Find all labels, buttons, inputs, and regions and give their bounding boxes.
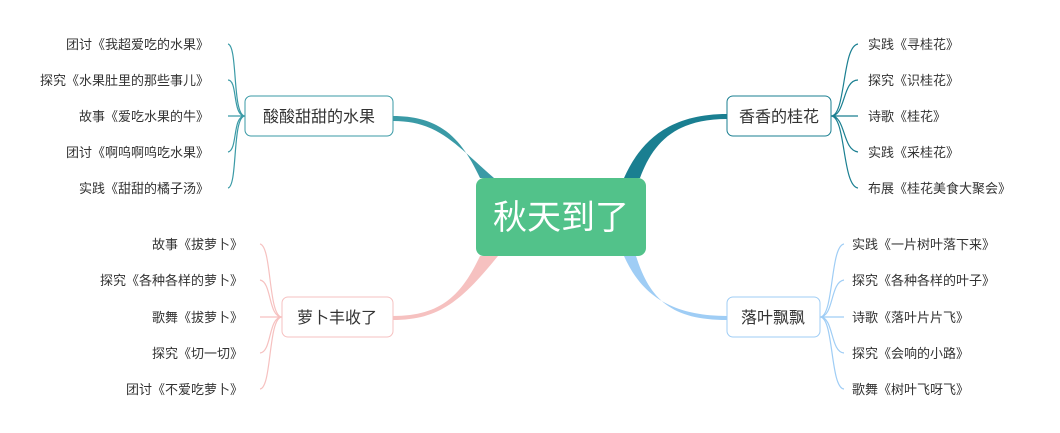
branch-node-3[interactable] xyxy=(281,296,394,338)
leaf-1-1: 团讨《我超爱吃的水果》 xyxy=(66,37,209,53)
center-label: 秋天到了 xyxy=(493,198,629,238)
branch-label-3: 萝卜丰收了 xyxy=(297,308,377,327)
leaf-bracket-2 xyxy=(830,43,859,189)
leaf-bracket-4 xyxy=(819,243,845,390)
leaf-bracket-1 xyxy=(227,43,246,189)
connector-branch-2 xyxy=(624,114,727,178)
leaf-4-5: 歌舞《树叶飞呀飞》 xyxy=(852,383,969,398)
leaf-4-2: 探究《各种各样的叶子》 xyxy=(852,273,995,289)
leaf-4-3: 诗歌《落叶片片飞》 xyxy=(852,311,969,326)
leaf-bracket-3 xyxy=(259,243,283,390)
leaf-2-4: 实践《采桂花》 xyxy=(868,145,959,161)
leaf-1-3: 故事《爱吃水果的牛》 xyxy=(79,109,209,125)
leaf-3-5: 团讨《不爱吃萝卜》 xyxy=(126,382,243,398)
leaf-1-2: 探究《水果肚里的那些事儿》 xyxy=(40,73,209,89)
leaf-2-1: 实践《寻桂花》 xyxy=(868,37,959,53)
connector-branch-1 xyxy=(393,116,494,178)
connector-branch-4 xyxy=(624,256,727,320)
leaf-4-1: 实践《一片树叶落下来》 xyxy=(852,238,995,253)
center-node[interactable] xyxy=(476,178,646,256)
leaf-1-4: 团讨《啊呜啊呜吃水果》 xyxy=(66,145,209,161)
branch-node-1[interactable] xyxy=(244,95,394,137)
connector-branch-3 xyxy=(393,256,498,320)
leaf-3-2: 探究《各种各样的萝卜》 xyxy=(100,273,243,289)
branch-node-2[interactable] xyxy=(726,95,832,137)
leaf-2-2: 探究《识桂花》 xyxy=(868,73,959,89)
leaf-3-1: 故事《拔萝卜》 xyxy=(152,238,243,253)
branch-label-2: 香香的桂花 xyxy=(739,107,819,126)
leaf-3-4: 探究《切一切》 xyxy=(152,347,243,362)
branch-label-1: 酸酸甜甜的水果 xyxy=(263,107,375,126)
leaf-2-3: 诗歌《桂花》 xyxy=(868,109,946,125)
leaf-3-3: 歌舞《拔萝卜》 xyxy=(152,311,243,326)
leaf-1-5: 实践《甜甜的橘子汤》 xyxy=(79,181,209,197)
branch-node-4[interactable] xyxy=(726,296,821,338)
leaf-2-5: 布展《桂花美食大聚会》 xyxy=(868,181,1011,197)
branch-label-4: 落叶飘飘 xyxy=(741,308,805,327)
leaf-4-4: 探究《会响的小路》 xyxy=(852,346,969,362)
